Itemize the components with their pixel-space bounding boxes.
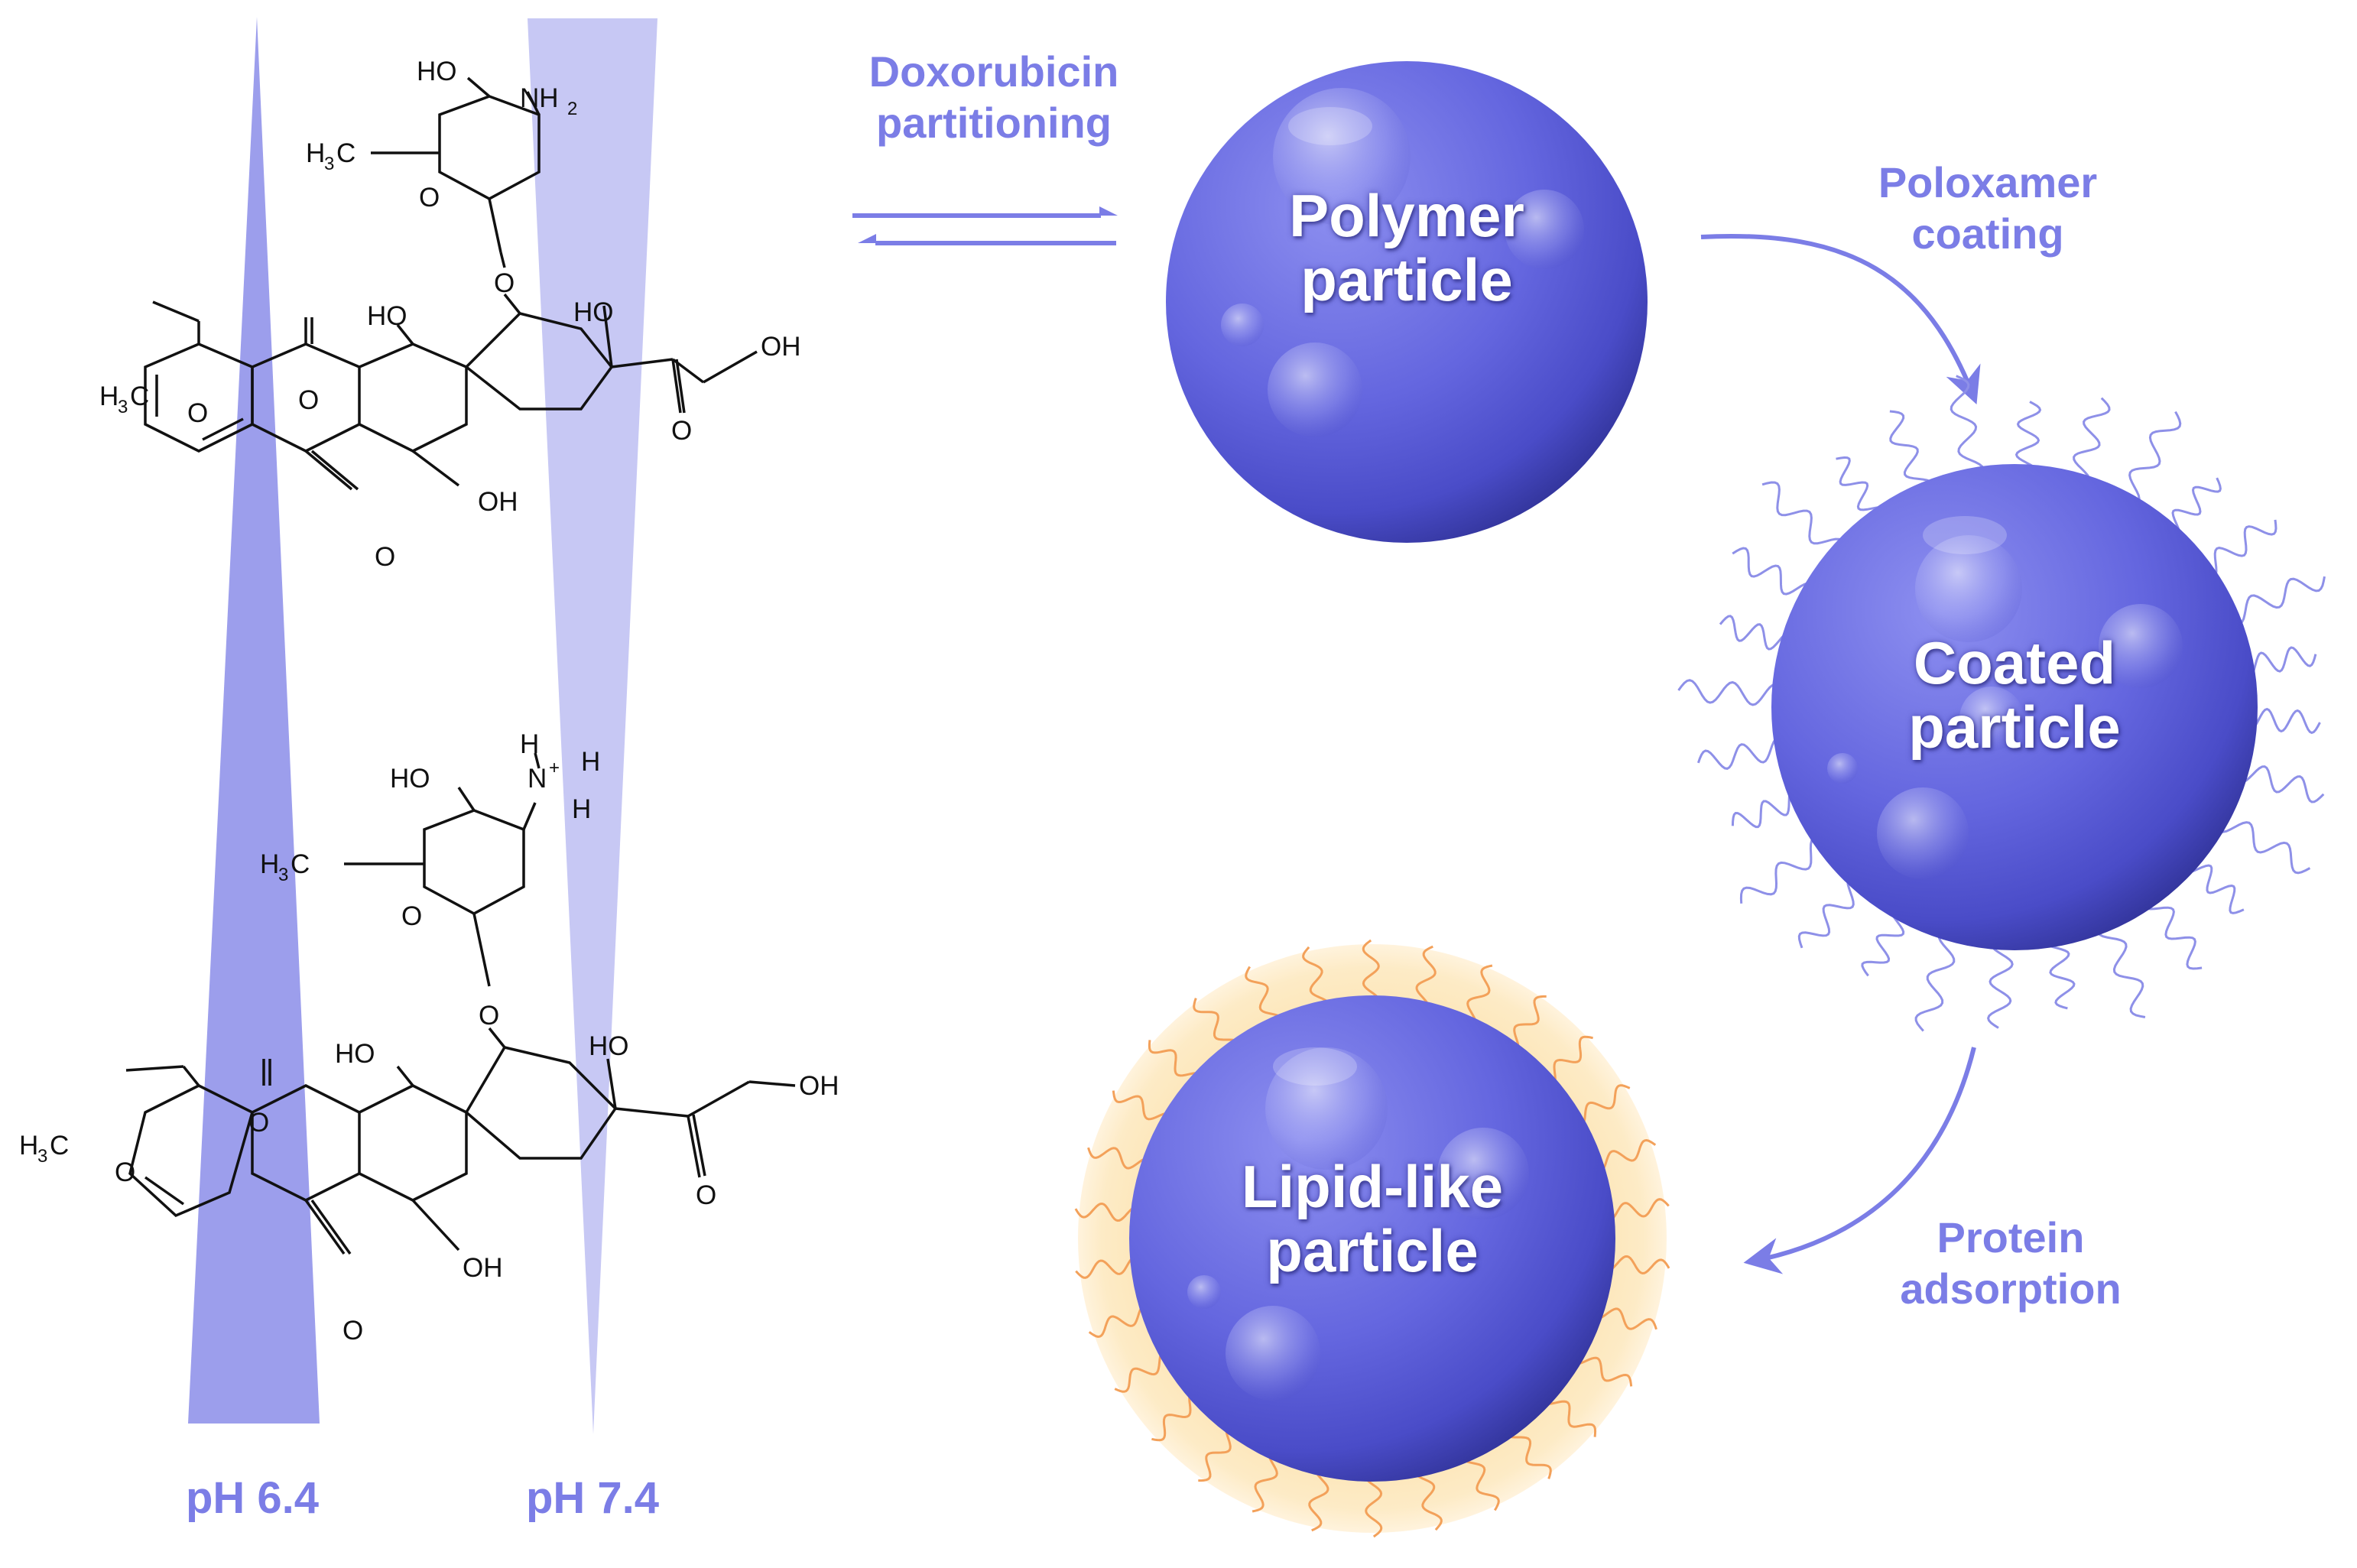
poloxamer-chain xyxy=(1889,410,1933,497)
mol1-ho-right: HO xyxy=(573,297,614,327)
doxorubicin-neutral-structure xyxy=(144,76,758,491)
poloxamer-chain xyxy=(2073,397,2111,488)
mol1-oh-end: OH xyxy=(761,332,801,362)
poloxamer-chain xyxy=(1696,736,1790,770)
poloxamer-chain xyxy=(2096,917,2146,1018)
mol1-oh-bottom: OH xyxy=(478,487,518,517)
mol2-oh-end: OH xyxy=(799,1071,839,1101)
mol1-ho-left: HO xyxy=(367,301,407,331)
lipid-like-word: Lipid-like xyxy=(1241,1153,1504,1220)
poloxamer-chain xyxy=(1914,927,1956,1032)
polymer-word: Polymer xyxy=(1289,182,1524,249)
poloxamer-chain xyxy=(1950,375,1985,482)
mol2-quinone-o-top: O xyxy=(248,1108,269,1138)
coated-particle-sphere xyxy=(1771,464,2258,950)
polymer-particle-word: particle xyxy=(1300,246,1513,314)
mol2-ho-left: HO xyxy=(335,1039,375,1069)
doxorubicin-protonated-structure xyxy=(125,752,796,1255)
poloxamer-chain xyxy=(2143,892,2203,970)
poloxamer-coating-label: Poloxamer coating xyxy=(1850,157,2125,259)
mol1-methoxy-o: O xyxy=(187,398,208,428)
poloxamer-chain xyxy=(2124,411,2182,508)
adsorption-arrow xyxy=(1743,1047,1976,1274)
lipid-like-particle-sphere xyxy=(1129,995,1615,1482)
doxorubicin-neutral-labels: HO NH 2 H 3 C O O HO HO OH H 3 C O O O O… xyxy=(99,57,801,572)
mol2-plus: + xyxy=(549,758,560,778)
poloxamer-chain xyxy=(2200,519,2277,579)
polymer-particle-label: Polymer particle xyxy=(1177,182,1636,314)
poloxamer-chain xyxy=(1761,481,1845,556)
poloxamer-chain xyxy=(2225,576,2326,625)
mol2-glyco-o: O xyxy=(479,1001,499,1031)
mol1-h3c-h: H xyxy=(306,138,325,168)
mol2-h-right: H xyxy=(581,747,600,777)
coated-particle-word: particle xyxy=(1908,693,2121,761)
coated-word: Coated xyxy=(1913,629,2116,696)
ph-7-4-wedge xyxy=(528,18,657,1434)
protein-adsorption-label: Protein adsorption xyxy=(1865,1212,2156,1314)
poloxamer-chain xyxy=(1677,679,1787,706)
poloxamer-chain xyxy=(2214,816,2311,875)
mol1-h3c-c: C xyxy=(336,138,355,168)
doxorubicin-protonated-labels: H N + H H HO H 3 C O O HO HO OH H 3 C O … xyxy=(19,729,839,1346)
mol2-ho-sugar: HO xyxy=(390,764,430,794)
mol1-ring-o: O xyxy=(419,183,440,213)
mol1-h3co-h: H xyxy=(99,381,118,411)
mol1-glyco-o: O xyxy=(494,268,515,298)
mol1-keto-o: O xyxy=(671,416,692,446)
lipid-particle-word: particle xyxy=(1266,1217,1479,1285)
mol1-ho-sugar: HO xyxy=(417,57,457,86)
mol2-oh-bottom: OH xyxy=(463,1253,503,1283)
mol1-h3c-sub: 3 xyxy=(324,154,334,174)
mol2-ho-right: HO xyxy=(589,1031,629,1061)
adsorption-word: adsorption xyxy=(1900,1264,2122,1313)
polymer-particle-sphere xyxy=(1166,61,1648,543)
doxorubicin-partitioning-label: Doxorubicin partitioning xyxy=(849,46,1139,148)
mol2-h-top: H xyxy=(520,729,539,759)
mol2-h3co-c: C xyxy=(50,1131,69,1161)
poloxamer-chain xyxy=(1739,836,1829,904)
mol2-methoxy-o: O xyxy=(115,1157,135,1187)
mol2-h3c-c: C xyxy=(291,849,310,879)
mol1-h3co-sub: 3 xyxy=(118,397,128,417)
protein-word: Protein xyxy=(1937,1213,2085,1261)
ph-6-4-wedge xyxy=(188,17,320,1424)
mol2-quinone-o-bottom: O xyxy=(343,1316,363,1346)
poloxamer-word: Poloxamer xyxy=(1878,158,2098,206)
mol2-h3c-h: H xyxy=(260,849,279,879)
coated-particle-label: Coated particle xyxy=(1785,629,2244,761)
mol2-n: N xyxy=(528,764,547,794)
poloxamer-chain xyxy=(1797,876,1863,949)
mol2-h3co-h: H xyxy=(19,1131,38,1161)
lipid-like-particle-label: Lipid-like particle xyxy=(1143,1153,1602,1285)
mol1-nh2: NH xyxy=(520,83,559,113)
mol2-h-bottom: H xyxy=(572,794,591,824)
mol2-h3co-sub: 3 xyxy=(37,1146,47,1167)
doxorubicin-word: Doxorubicin xyxy=(868,47,1119,96)
ph-6-4-label: pH 6.4 xyxy=(185,1473,320,1523)
poloxamer-chain xyxy=(1987,935,2014,1029)
mol1-quinone-o-top: O xyxy=(298,385,319,415)
partitioning-word: partitioning xyxy=(876,99,1112,148)
ph-7-4-label: pH 7.4 xyxy=(525,1473,660,1523)
mol2-keto-o: O xyxy=(696,1180,716,1210)
mol1-nh2-sub: 2 xyxy=(567,99,577,119)
coating-arrow xyxy=(1700,234,1981,404)
mol1-h3co-c: C xyxy=(130,381,149,411)
poloxamer-chain xyxy=(1732,547,1815,598)
equilibrium-arrows xyxy=(852,206,1118,245)
coating-word: coating xyxy=(1911,209,2064,258)
mol2-ring-o: O xyxy=(401,901,422,931)
mol1-quinone-o-bottom: O xyxy=(375,542,395,572)
mol2-h3c-sub: 3 xyxy=(278,865,288,885)
poloxamer-chain xyxy=(2234,765,2325,803)
